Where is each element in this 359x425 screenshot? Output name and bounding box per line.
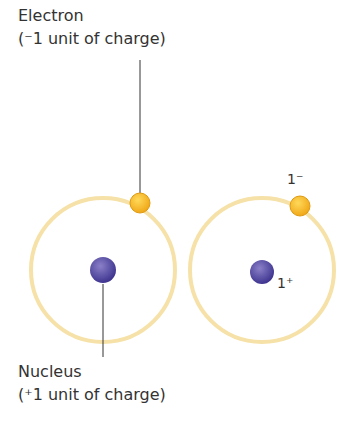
nucleus-dot: [90, 257, 116, 283]
text-label: (⁺1 unit of charge): [18, 385, 166, 404]
text-label: Electron: [18, 6, 84, 25]
electron-dot: [130, 193, 150, 213]
leader-line: [103, 284, 104, 357]
leader-line: [140, 60, 141, 193]
nucleus-dot: [250, 260, 274, 284]
text-label: 1⁺: [277, 275, 293, 292]
orbit-ring: [190, 198, 334, 342]
text-label: Nucleus: [18, 362, 82, 381]
text-label: (⁻1 unit of charge): [18, 29, 166, 48]
text-label: 1⁻: [287, 171, 303, 188]
electron-dot: [290, 196, 310, 216]
